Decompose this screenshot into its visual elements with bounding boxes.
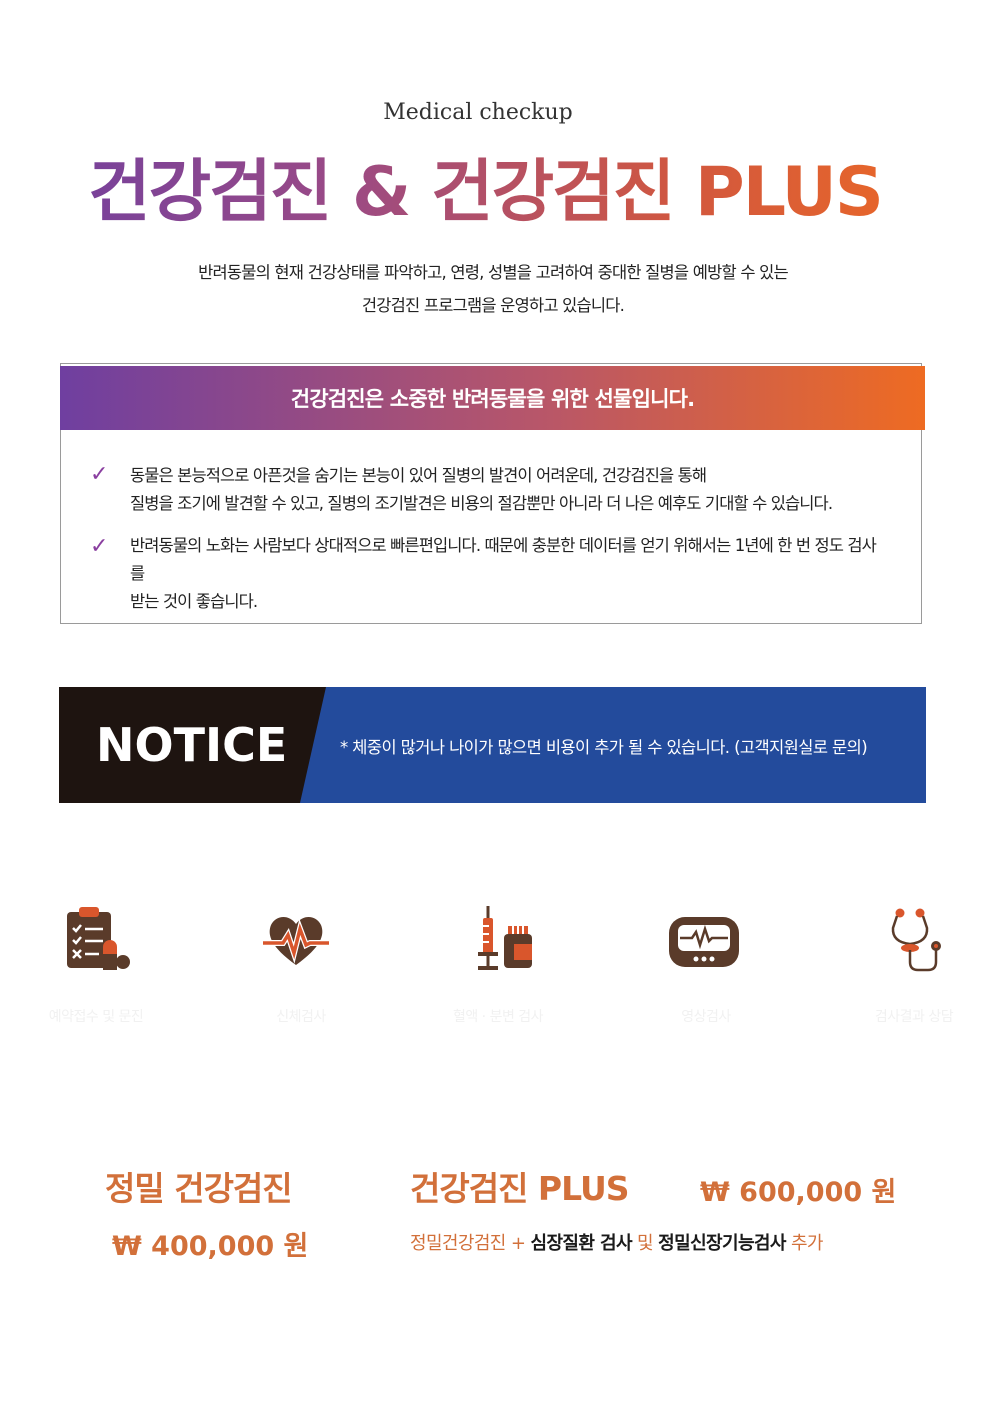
step-label: 예약접수 및 문진 (48, 1009, 144, 1025)
monitor-ecg-icon (664, 900, 744, 980)
notice-label: NOTICE (96, 718, 288, 772)
plus-plan-title: 건강검진 PLUS (410, 1169, 630, 1208)
plus-desc-part: 및 (631, 1233, 659, 1254)
check-icon: ✓ (90, 462, 109, 487)
plus-plan-description: 정밀건강검진 + 심장질환 검사 및 정밀신장기능검사 추가 (410, 1229, 823, 1255)
gift-item-line: 질병을 조기에 발견할 수 있고, 질병의 조기발견은 비용의 절감뿐만 아니라… (130, 494, 833, 513)
intro-text: 반려동물의 현재 건강상태를 파악하고, 연령, 성별을 고려하여 중대한 질병… (0, 256, 986, 322)
heart-pulse-icon (256, 900, 336, 980)
stethoscope-icon (872, 900, 952, 980)
notice-text-block (300, 687, 926, 803)
step-label: 신체검사 (276, 1009, 326, 1025)
intro-line-1: 반려동물의 현재 건강상태를 파악하고, 연령, 성별을 고려하여 중대한 질병… (198, 263, 789, 282)
gift-box (60, 363, 922, 624)
subtitle-en: Medical checkup (383, 100, 573, 125)
intro-line-2: 건강검진 프로그램을 운영하고 있습니다. (361, 296, 625, 315)
plus-desc-highlight: 정밀신장기능검사 (658, 1233, 786, 1254)
syringe-vial-icon (464, 900, 544, 980)
gift-item-line: 동물은 본능적으로 아픈것을 숨기는 본능이 있어 질병의 발견이 어려운데, … (130, 466, 707, 485)
check-icon: ✓ (90, 534, 109, 559)
notice-label-block (59, 687, 326, 803)
step-label: 검사결과 상담 (874, 1009, 954, 1025)
plus-desc-part: 추가 (785, 1233, 824, 1254)
gift-item: 반려동물의 노화는 사람보다 상대적으로 빠른편입니다. 때문에 충분한 데이터… (130, 532, 890, 616)
basic-plan-price: ₩ 400,000 원 (112, 1231, 309, 1262)
gift-item-line: 반려동물의 노화는 사람보다 상대적으로 빠른편입니다. 때문에 충분한 데이터… (130, 536, 877, 583)
notice-text: * 체중이 많거나 나이가 많으면 비용이 추가 될 수 있습니다. (고객지원… (340, 738, 868, 757)
gift-heading: 건강검진은 소중한 반려동물을 위한 선물입니다. (60, 366, 925, 430)
step-label: 영상검사 (681, 1009, 731, 1025)
step-label: 혈액 · 분변 검사 (452, 1009, 544, 1025)
page-title: 건강검진 & 건강검진 PLUS (0, 150, 970, 236)
plus-desc-part: 정밀건강검진 + (410, 1233, 531, 1254)
plus-plan-price: ₩ 600,000 원 (700, 1177, 897, 1208)
basic-plan-title: 정밀 건강검진 (105, 1169, 293, 1208)
gift-item: 동물은 본능적으로 아픈것을 숨기는 본능이 있어 질병의 발견이 어려운데, … (130, 462, 890, 518)
plus-desc-highlight: 심장질환 검사 (530, 1233, 633, 1254)
clipboard-pill-icon (57, 900, 137, 980)
gift-item-line: 받는 것이 좋습니다. (130, 592, 258, 611)
